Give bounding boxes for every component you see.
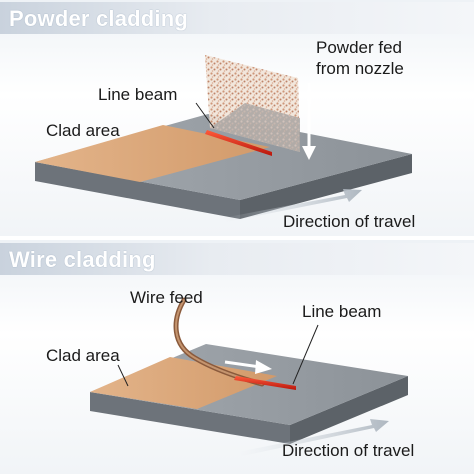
wire-line-beam-label: Line beam bbox=[302, 302, 382, 321]
wire-block-side bbox=[290, 376, 408, 444]
powder-direction-label: Direction of travel bbox=[283, 212, 416, 231]
wire-clad-area-label: Clad area bbox=[46, 346, 120, 365]
wire-cladding-title: Wire cladding bbox=[9, 247, 156, 272]
wire-direction-arrow bbox=[238, 419, 389, 456]
powder-cladding-header: Powder cladding bbox=[0, 2, 474, 34]
powder-block-side bbox=[240, 154, 412, 219]
powder-clad-area bbox=[35, 125, 270, 182]
powder-line-beam bbox=[205, 130, 272, 156]
wire-line-beam bbox=[234, 376, 296, 390]
powder-cladding-title: Powder cladding bbox=[9, 6, 189, 31]
powder-line-beam-label: Line beam bbox=[98, 85, 178, 104]
wire-line-beam-leader bbox=[292, 324, 319, 385]
wire-clad-area bbox=[90, 357, 277, 409]
powder-fed-label: Powder fed from nozzle bbox=[316, 38, 404, 78]
powder-clad-area-label: Clad area bbox=[46, 121, 120, 140]
wire-direction-label: Direction of travel bbox=[282, 441, 415, 460]
wire-feed-arrow-shaft bbox=[224, 360, 261, 369]
powder-direction-arrow bbox=[222, 189, 362, 222]
wire-feed-label: Wire feed bbox=[130, 288, 203, 307]
powder-line-beam-leader bbox=[195, 102, 215, 129]
powder-curtain-shade bbox=[210, 103, 300, 152]
wire-block-front bbox=[90, 392, 290, 444]
wire-feed-arrowhead bbox=[255, 360, 272, 374]
wire-cladding-header: Wire cladding bbox=[0, 243, 474, 275]
powder-feed-arrowhead bbox=[302, 146, 316, 160]
wire-clad-area-leader bbox=[117, 364, 129, 387]
powder-block-front bbox=[35, 162, 240, 219]
